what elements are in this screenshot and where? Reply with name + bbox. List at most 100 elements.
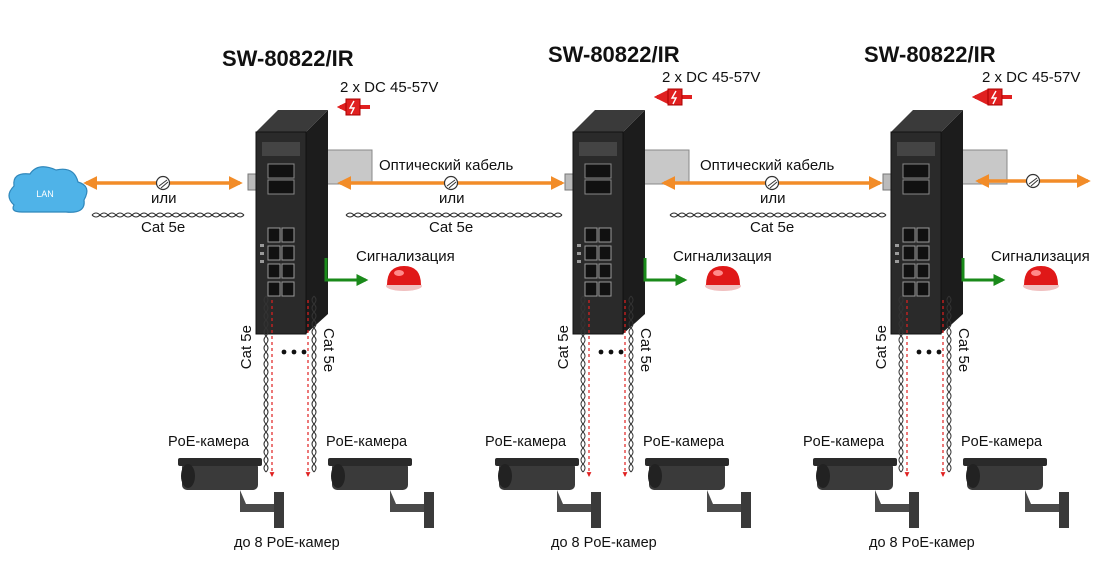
cameras-count-note: до 8 PoE-камер [551, 535, 657, 551]
alarm-output-2 [643, 258, 741, 291]
rj45-port [281, 263, 295, 279]
power-lightning-icon [987, 88, 1003, 106]
camera-mount [909, 492, 919, 528]
power-lightning-icon [345, 98, 361, 116]
rj45-port [916, 245, 930, 261]
camera-mount [424, 492, 434, 528]
status-led [577, 260, 581, 263]
camera-sunshield [645, 458, 729, 466]
poe-camera-icon [645, 458, 751, 528]
poe-camera-icon [495, 458, 601, 528]
alarm-output-3 [961, 258, 1059, 291]
cat5e-cable-right [628, 295, 634, 473]
camera-body [967, 462, 1043, 490]
rj45-port [281, 281, 295, 297]
power-label: 2 x DC 45-57V [662, 69, 761, 86]
power-arrow-1 [336, 98, 370, 116]
switch-label-plate [897, 142, 935, 156]
camera-sunshield [328, 458, 412, 466]
power-label: 2 x DC 45-57V [982, 69, 1081, 86]
poe-camera-icon [178, 458, 284, 528]
switch-side [306, 110, 328, 334]
or-label: или [151, 190, 177, 207]
switch-label-plate [262, 142, 300, 156]
rj45-port [902, 245, 916, 261]
camera-body [499, 462, 575, 490]
camera-lens [331, 464, 345, 488]
rj45-port [902, 281, 916, 297]
camera-sunshield [963, 458, 1047, 466]
cat5e-link-3 [669, 212, 887, 218]
link-arrow-3 [661, 175, 883, 191]
switch-device-2 [564, 110, 690, 335]
link-arrow-1 [83, 175, 243, 191]
link-arrow-4 [975, 173, 1091, 189]
status-led [895, 244, 899, 247]
cat5e-label: Cat 5e [429, 219, 474, 236]
switch-side [623, 110, 645, 334]
or-label: или [760, 190, 786, 207]
rj45-port [916, 227, 930, 243]
poe-camera-label-right: PoE-камера [326, 434, 408, 450]
alarm-lamp-icon [1024, 266, 1058, 285]
camera-bracket [875, 490, 913, 512]
or-label: или [439, 190, 465, 207]
cat5e-vertical-label-right: Cat 5e [637, 328, 654, 373]
poe-camera-icon [328, 458, 434, 528]
status-led [260, 260, 264, 263]
rj45-port [598, 281, 612, 297]
lan-label: LAN [36, 189, 54, 199]
camera-bracket [1025, 490, 1063, 512]
camera-sunshield [813, 458, 897, 466]
switch-label-plate [579, 142, 617, 156]
alarm-label: Сигнализация [991, 248, 1090, 265]
poe-camera-label-left: PoE-камера [485, 434, 567, 450]
camera-bracket [390, 490, 428, 512]
camera-mount [741, 492, 751, 528]
camera-mount [1059, 492, 1069, 528]
cameras-count-note: до 8 PoE-камер [234, 535, 340, 551]
power-arrow-2 [653, 88, 692, 106]
alarm-output-1 [324, 258, 422, 291]
ellipsis-dots [916, 349, 942, 355]
rj45-port [267, 227, 281, 243]
power-lightning-icon [667, 88, 683, 106]
sfp-port [267, 179, 295, 195]
cat5e-link-2 [345, 212, 563, 218]
camera-bracket [707, 490, 745, 512]
ellipsis-dots [598, 349, 624, 355]
ellipsis-dots [281, 349, 307, 355]
camera-mount [274, 492, 284, 528]
cat5e-cable-right [946, 295, 952, 473]
camera-bracket [240, 490, 278, 512]
alarm-arrow [643, 258, 688, 286]
cat5e-vertical-label-right: Cat 5e [955, 328, 972, 373]
poe-camera-label-left: PoE-камера [803, 434, 885, 450]
optical-cable-label: Оптический кабель [700, 157, 835, 174]
sfp-port [584, 179, 612, 195]
camera-body [182, 462, 258, 490]
rj45-port [916, 263, 930, 279]
switch-device-1 [247, 110, 373, 335]
sfp-port [902, 163, 930, 179]
alarm-arrow [961, 258, 1006, 286]
alarm-lamp-icon [387, 266, 421, 285]
cameras-count-note: до 8 PoE-камер [869, 535, 975, 551]
rj45-port [902, 263, 916, 279]
switch-front [890, 131, 942, 335]
switch-model-title: SW-80822/IR [548, 42, 680, 67]
cat5e-cable-left [263, 295, 269, 473]
switch-front [255, 131, 307, 335]
rj45-port [281, 227, 295, 243]
switch-front [572, 131, 624, 335]
alarm-label: Сигнализация [673, 248, 772, 265]
cat5e-cable-left [898, 295, 904, 473]
alarm-lamp-icon [706, 266, 740, 285]
rj45-port [598, 227, 612, 243]
link-arrow-2 [337, 175, 565, 191]
cat5e-vertical-label-left: Cat 5e [873, 325, 890, 370]
camera-lens [498, 464, 512, 488]
poe-camera-icon [813, 458, 919, 528]
